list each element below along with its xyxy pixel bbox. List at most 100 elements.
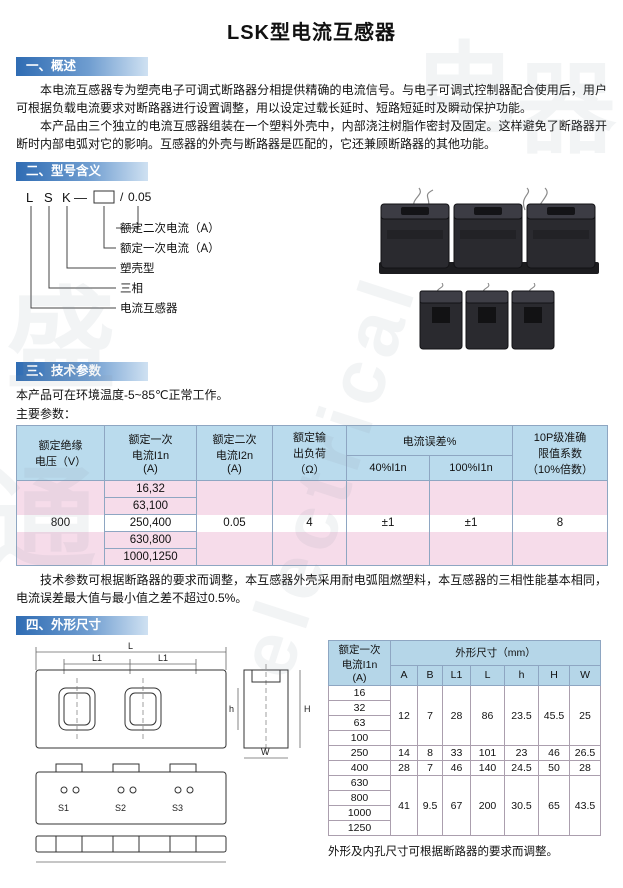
model-dash: — bbox=[74, 190, 87, 205]
table-row: 1000,1250 bbox=[17, 548, 608, 567]
overview-paragraph-1: 本电流互感器专为塑壳电子可调式断路器分相提供精确的电流信号。与电子可调式控制器配… bbox=[16, 83, 607, 115]
cell-250-H: 46 bbox=[538, 745, 570, 762]
cell-i2n: 0.05 bbox=[196, 480, 273, 567]
cell-g2-W: 43.5 bbox=[568, 775, 602, 837]
table-row: 63,100 bbox=[17, 497, 608, 516]
col-header-error-40: 40%I1n bbox=[346, 455, 430, 482]
col-header-L: L bbox=[470, 664, 505, 687]
cell-g2-L: 200 bbox=[470, 775, 505, 837]
col-header-error-100: 100%I1n bbox=[429, 455, 513, 482]
col-header-current-error: 电流误差% bbox=[346, 425, 513, 457]
tech-env-line: 本产品可在环境温度-5~85℃正常工作。 bbox=[16, 388, 229, 402]
product-photo-bottom bbox=[419, 283, 555, 350]
cell-current-400: 400 bbox=[328, 760, 391, 777]
product-photo-top bbox=[379, 187, 599, 274]
section-heading-model: 二、型号含义 bbox=[16, 162, 148, 181]
cell-current-16: 16 bbox=[328, 685, 391, 702]
col-header-h: h bbox=[504, 664, 539, 687]
section-heading-tech: 三、技术参数 bbox=[16, 362, 148, 381]
table-row: 400 28 7 46 140 24.5 50 28 bbox=[328, 760, 602, 777]
cell-400-L1: 46 bbox=[442, 760, 471, 777]
cell-400-W: 28 bbox=[568, 760, 602, 777]
dim-label-L1: L1 bbox=[158, 653, 168, 663]
table-row: 250 14 8 33 101 23 46 26.5 bbox=[328, 745, 602, 762]
col-header-B: B bbox=[417, 664, 443, 687]
table-row: 1000 bbox=[328, 805, 601, 822]
cell-g2-B: 9.5 bbox=[417, 775, 443, 837]
dim-label-H: H bbox=[304, 704, 311, 714]
model-label-three-phase: 三相 bbox=[120, 282, 143, 295]
cell-250-B: 8 bbox=[417, 745, 443, 762]
col-header-output-load: 额定输 出负荷 （Ω） bbox=[272, 425, 347, 482]
model-label-secondary-current: 额定二次电流（A） bbox=[120, 221, 220, 235]
cell-current-1000: 1000 bbox=[328, 805, 391, 822]
cell-10p-limit: 8 bbox=[512, 480, 608, 567]
cell-400-B: 7 bbox=[417, 760, 443, 777]
centerlines bbox=[76, 664, 267, 755]
model-code-diagram: L S K — / 0.05 额定二次电流（A） 额定一次电流（A） 塑壳型 bbox=[26, 190, 220, 315]
section-heading-overview: 一、概述 bbox=[16, 57, 148, 76]
cell-i1n-2: 250,400 bbox=[104, 514, 197, 533]
model-ratio: 0.05 bbox=[128, 190, 152, 204]
col-header-rated-current: 额定一次 电流I1n (A) bbox=[328, 640, 391, 687]
cell-g1-H: 45.5 bbox=[538, 685, 570, 747]
cell-250-A: 14 bbox=[390, 745, 418, 762]
tech-params-line: 主要参数： bbox=[16, 406, 77, 421]
cell-g1-h: 23.5 bbox=[504, 685, 539, 747]
cell-g1-W: 25 bbox=[568, 685, 602, 747]
page-title: LSK型电流互感器 bbox=[227, 22, 396, 44]
col-header-W: W bbox=[568, 664, 602, 687]
model-letter-k: K bbox=[62, 190, 71, 205]
cell-load: 4 bbox=[272, 480, 347, 567]
cell-400-A: 28 bbox=[390, 760, 418, 777]
dimensions-note: 外形及内孔尺寸可根据断路器的要求而调整。 bbox=[328, 846, 558, 859]
table-row: 16 12 7 28 86 23.5 45.5 25 bbox=[328, 685, 602, 747]
cell-g2-h: 30.5 bbox=[504, 775, 539, 837]
cell-error-40: ±1 bbox=[346, 480, 430, 567]
cell-i1n-1: 63,100 bbox=[104, 497, 197, 516]
model-meaning-row: L S K — / 0.05 额定二次电流（A） 额定一次电流（A） 塑壳型 bbox=[16, 186, 607, 353]
col-header-H: H bbox=[538, 664, 570, 687]
col-header-L1: L1 bbox=[442, 664, 471, 687]
model-letter-l: L bbox=[26, 190, 33, 205]
dim-label-L1: L1 bbox=[92, 653, 102, 663]
side-view bbox=[243, 669, 289, 749]
cell-400-L: 140 bbox=[470, 760, 505, 777]
product-photos bbox=[375, 186, 607, 353]
cell-g1-B: 7 bbox=[417, 685, 443, 747]
terminal-label-s1: S1 bbox=[58, 803, 69, 813]
cell-current-1250: 1250 bbox=[328, 820, 391, 837]
cell-g1-L1: 28 bbox=[442, 685, 471, 747]
section-heading-dimensions: 四、外形尺寸 bbox=[16, 616, 148, 636]
cell-g2-H: 65 bbox=[538, 775, 570, 837]
cell-i1n-3: 630,800 bbox=[104, 531, 197, 550]
tech-params-table: 额定绝缘 电压（V） 额定一次 电流I1n (A) 额定二次 电流I2n (A)… bbox=[16, 425, 608, 567]
terminal-label-s3: S3 bbox=[172, 803, 183, 813]
cell-current-630: 630 bbox=[328, 775, 391, 792]
cell-g2-A: 41 bbox=[390, 775, 418, 837]
cell-i1n-0: 16,32 bbox=[104, 480, 197, 499]
col-header-primary-current: 额定一次 电流I1n (A) bbox=[104, 425, 197, 482]
col-header-insulation-voltage: 额定绝缘 电压（V） bbox=[16, 425, 105, 482]
dim-label-L: L bbox=[128, 641, 133, 651]
cell-current-250: 250 bbox=[328, 745, 391, 762]
model-label-primary-current: 额定一次电流（A） bbox=[120, 241, 220, 255]
cell-g1-L: 86 bbox=[470, 685, 505, 747]
dimensions-table: 额定一次 电流I1n (A) 外形尺寸（mm） A B L1 L h H W bbox=[328, 640, 602, 837]
table-row: 630 41 9.5 67 200 30.5 65 43.5 bbox=[328, 775, 602, 837]
table-row: 63 bbox=[328, 715, 601, 732]
table-row: 32 bbox=[328, 700, 601, 717]
terminal-label-s2: S2 bbox=[115, 803, 126, 813]
col-header-A: A bbox=[390, 664, 418, 687]
cell-g2-L1: 67 bbox=[442, 775, 471, 837]
table-row: 250,400 bbox=[17, 514, 608, 533]
cell-400-H: 50 bbox=[538, 760, 570, 777]
cell-current-32: 32 bbox=[328, 700, 391, 717]
tech-note: 技术参数可根据断路器的要求而调整，本互感器外壳采用耐电弧阻燃塑料，本互感器的三相… bbox=[16, 573, 607, 606]
model-slash: / bbox=[120, 190, 124, 204]
cell-250-W: 26.5 bbox=[568, 745, 602, 762]
model-connector-lines bbox=[30, 206, 139, 309]
cell-g1-A: 12 bbox=[390, 685, 418, 747]
cell-400-h: 24.5 bbox=[504, 760, 539, 777]
